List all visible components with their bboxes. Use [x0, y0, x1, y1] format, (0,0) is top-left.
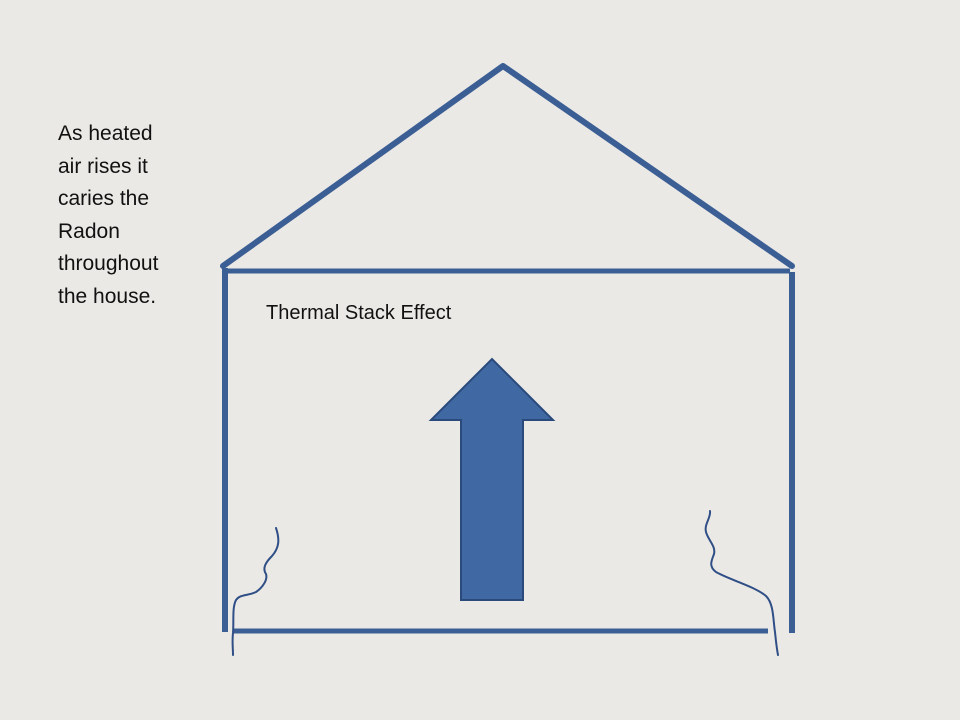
diagram-title: Thermal Stack Effect [266, 302, 452, 324]
note-line: caries the [58, 187, 150, 210]
right-foundation-crack [704, 510, 779, 656]
radon-explanation-note: As heated air rises it caries the Radon … [58, 118, 208, 313]
note-line: As heated [58, 122, 153, 145]
left-foundation-crack [231, 527, 280, 656]
note-line: the house. [58, 284, 157, 308]
note-line: throughout [58, 252, 159, 275]
note-line: Radon [58, 219, 120, 243]
note-line: air rises it [58, 154, 148, 178]
rising-air-arrow [428, 357, 556, 601]
roof-outline [220, 63, 795, 269]
